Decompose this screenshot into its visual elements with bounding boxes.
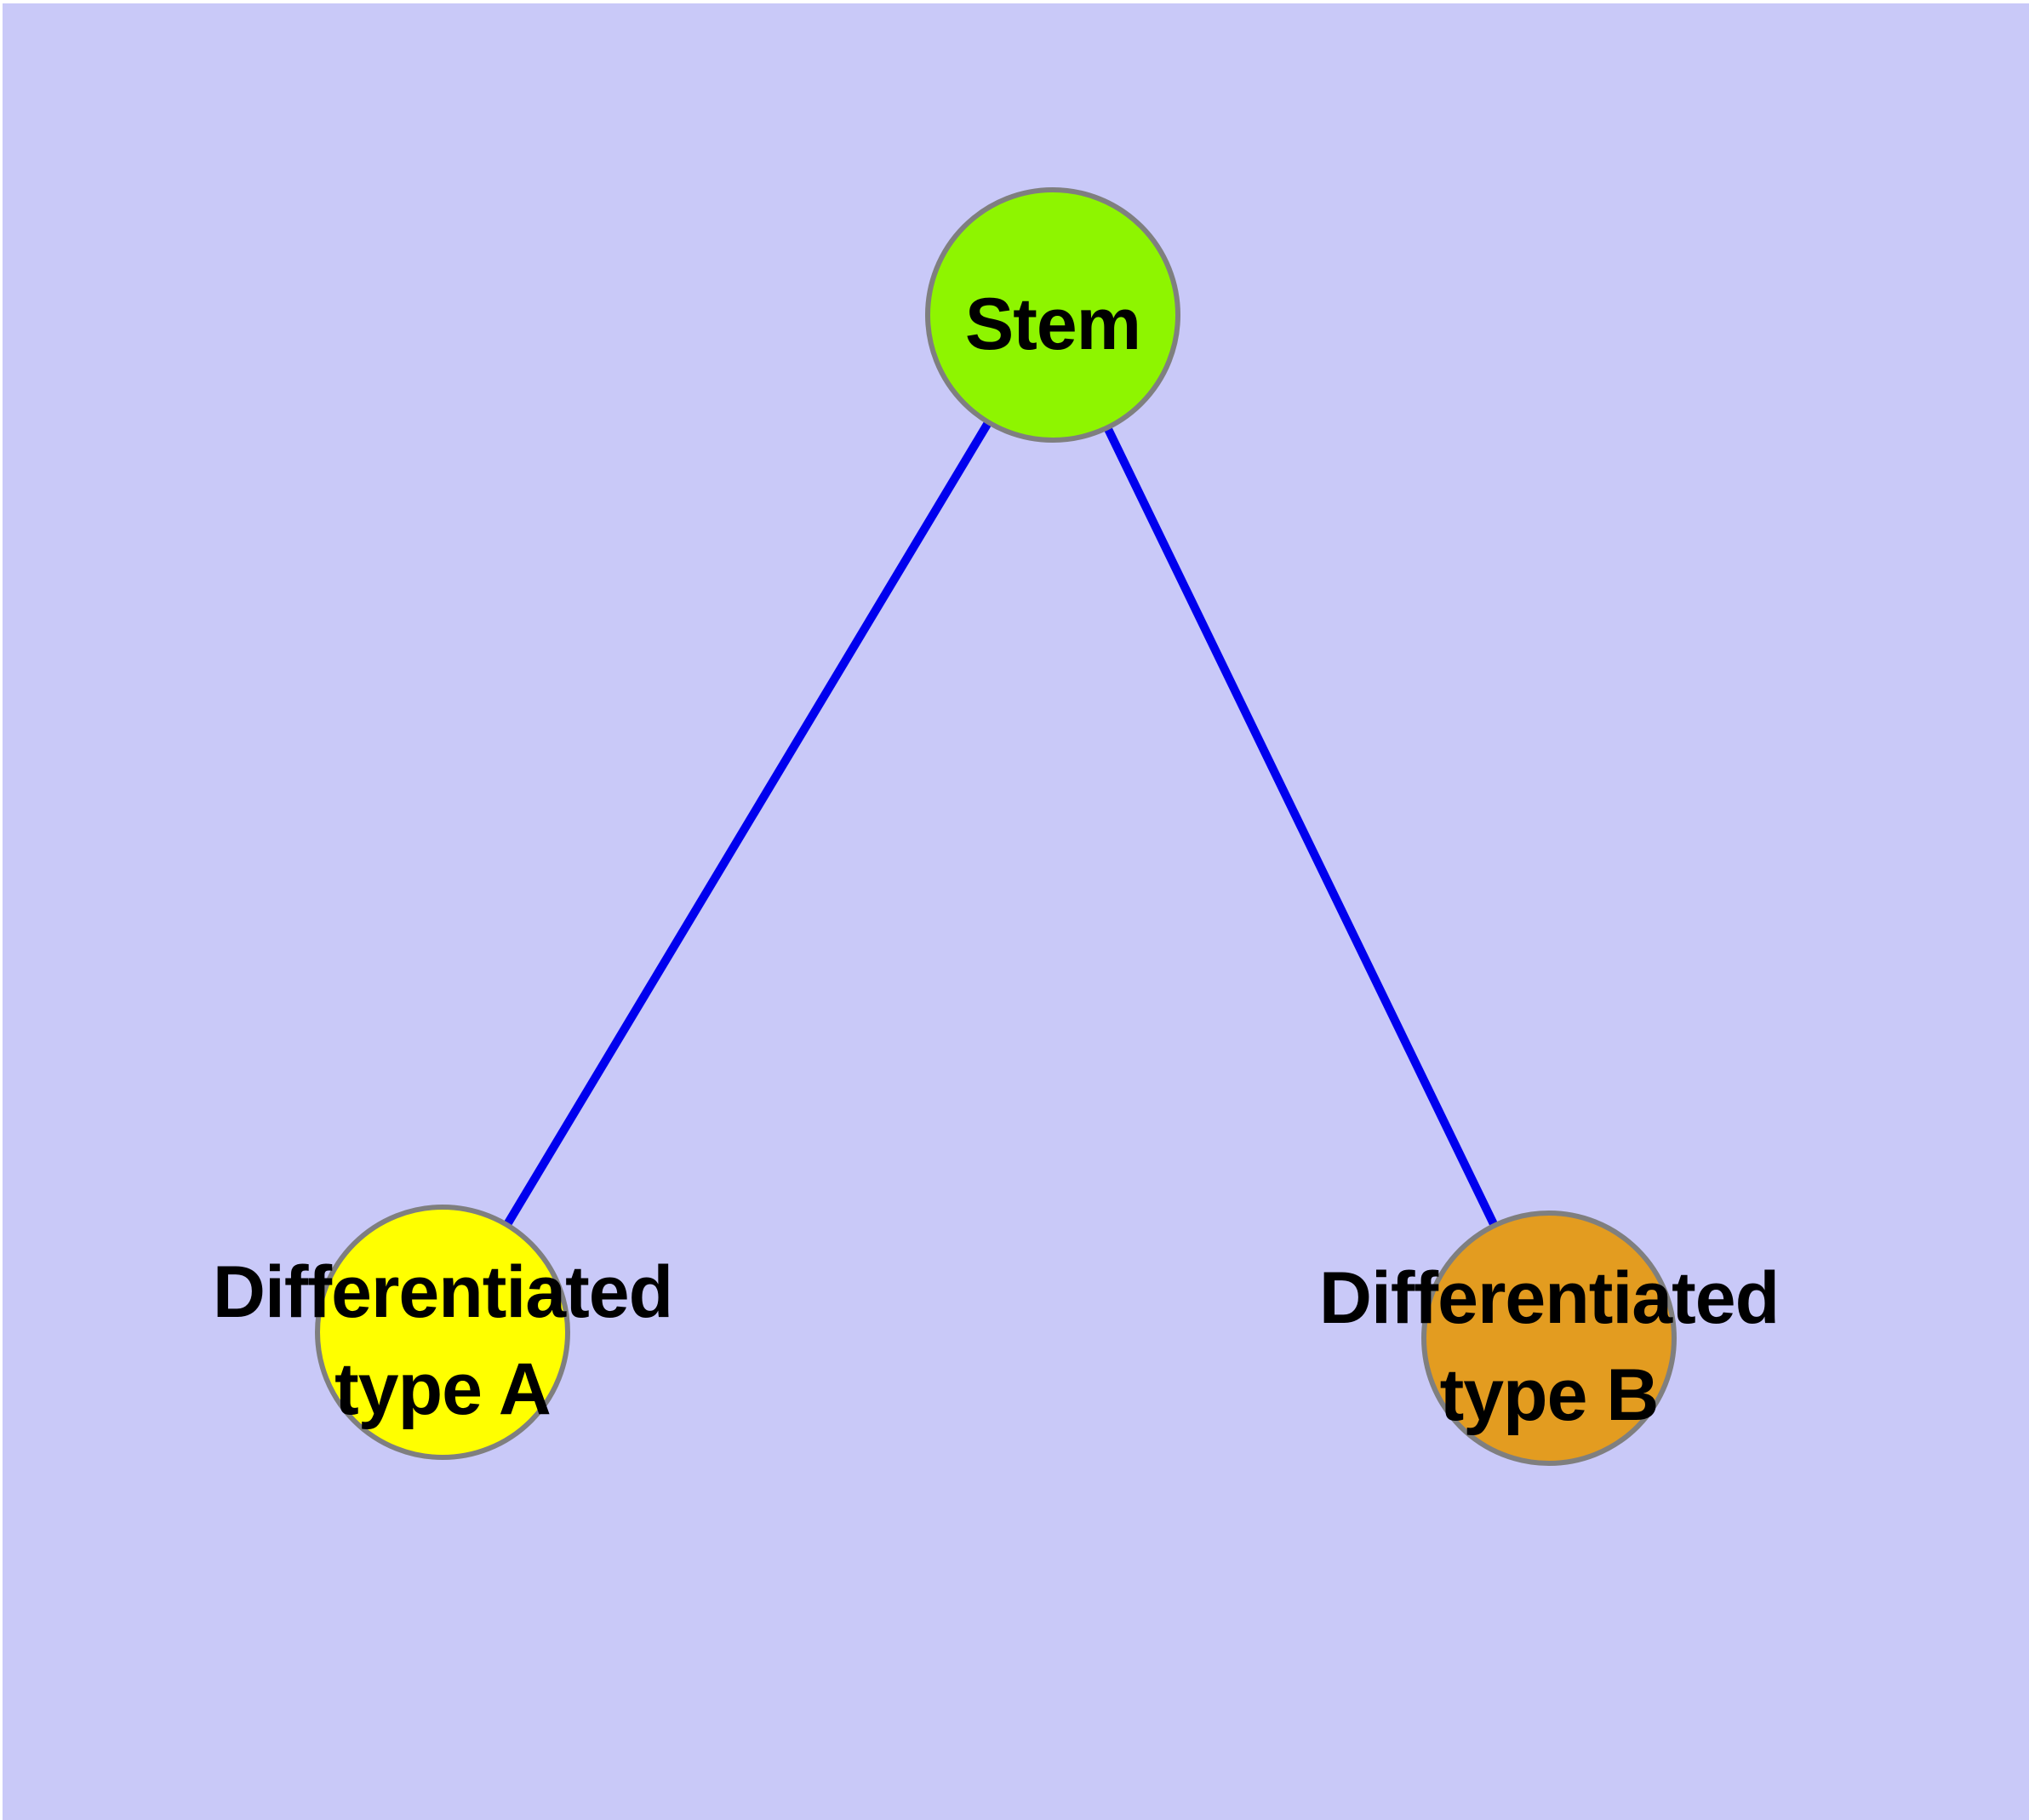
node-type-b-circle <box>1421 1210 1677 1466</box>
node-type-a-label-line1: Differentiated <box>213 1251 672 1333</box>
node-type-b-label-line1: Differentiated <box>1319 1257 1779 1339</box>
node-type-a-label-line2: type A <box>334 1348 551 1430</box>
edge-stem-to-type-a <box>438 312 1057 1335</box>
node-stem-circle <box>925 187 1180 443</box>
node-type-b-label-line2: type B <box>1440 1354 1659 1436</box>
edge-stem-to-type-b <box>1049 312 1553 1341</box>
node-stem-label: Stem <box>965 283 1140 365</box>
node-type-a-circle <box>315 1205 570 1460</box>
